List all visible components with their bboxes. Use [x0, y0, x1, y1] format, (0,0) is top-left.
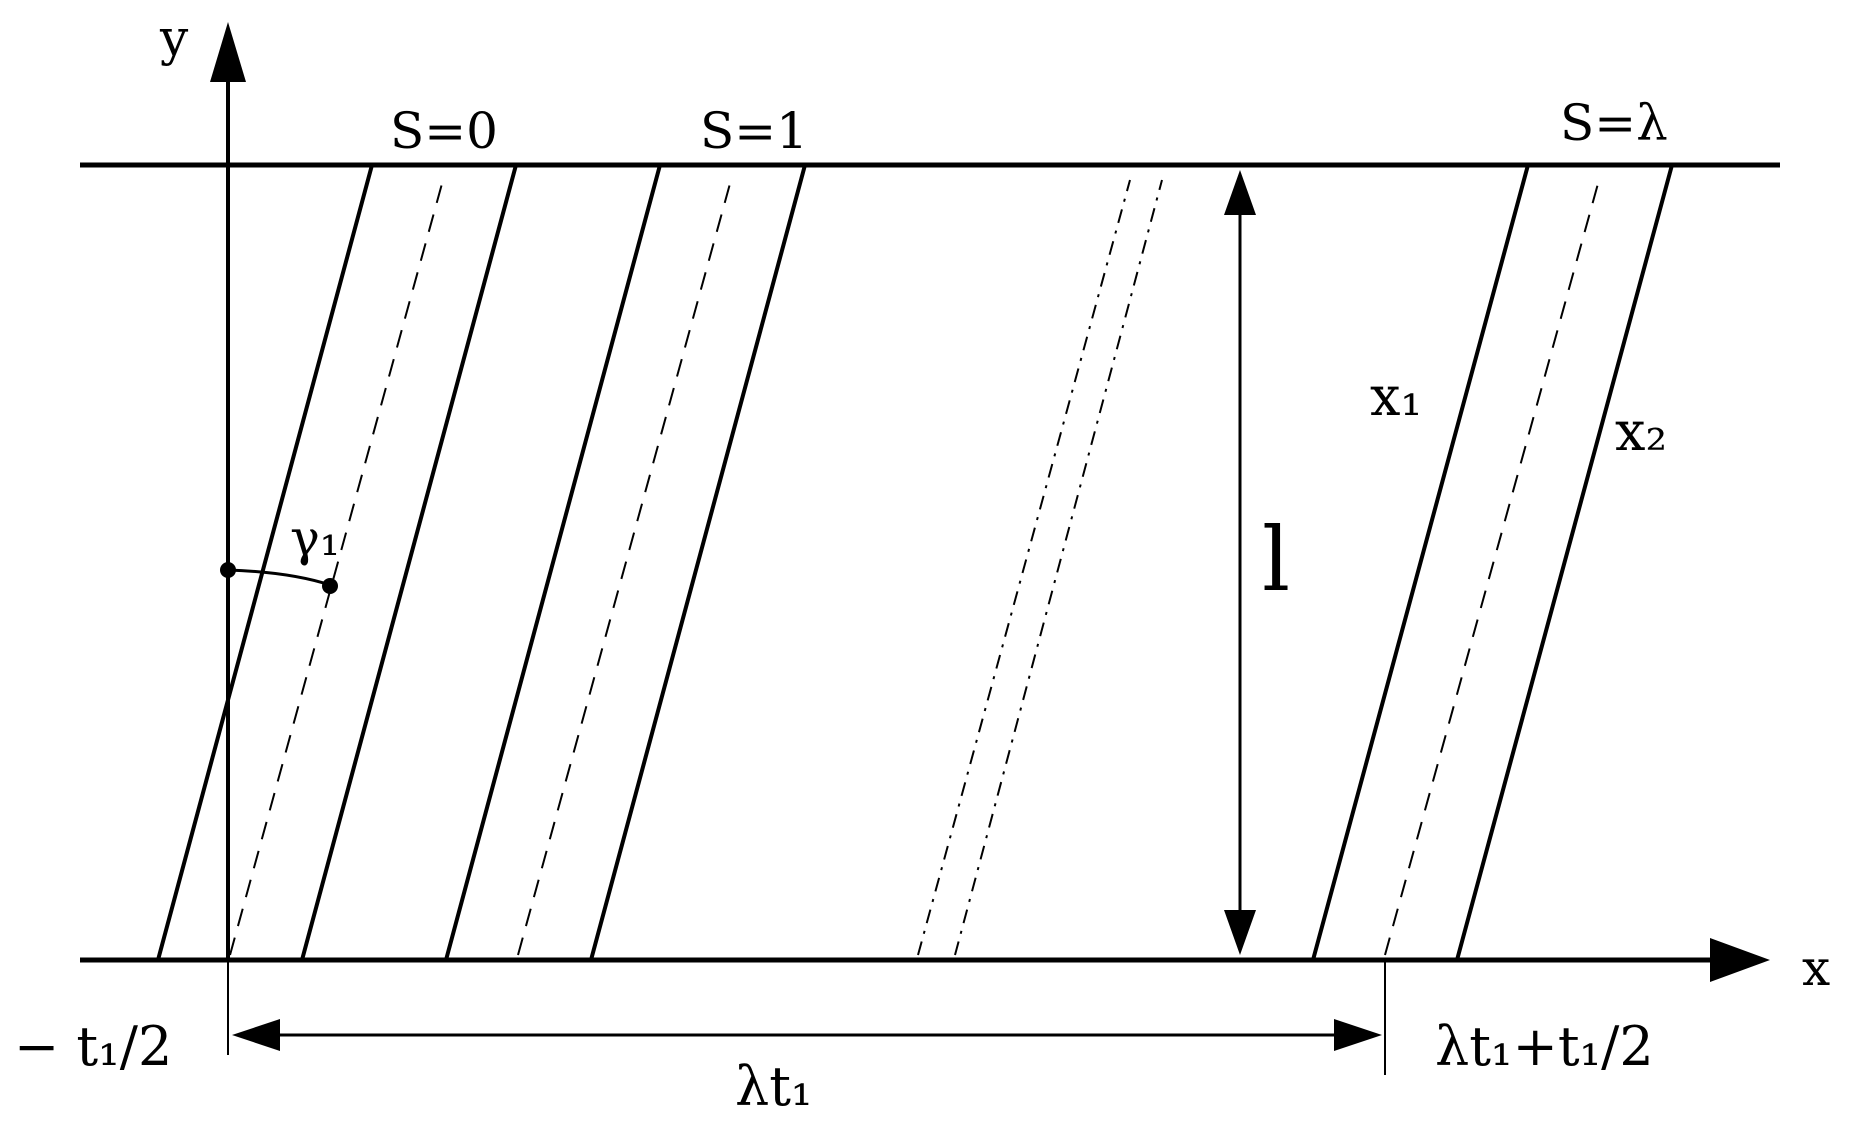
width-dimension-arrow-left: [232, 1019, 280, 1051]
strip-s1-right-edge: [589, 164, 807, 961]
x-axis-label: x: [1802, 939, 1830, 997]
x-axis-arrowhead: [1710, 938, 1770, 982]
intermediate-strip-line-2: [954, 179, 1163, 956]
gamma1-point-end: [322, 578, 338, 594]
label-minus-t1-half: − t₁/2: [14, 1015, 172, 1078]
strip-s0: [156, 164, 518, 961]
strip-s1-center-line: [517, 179, 732, 956]
height-dimension-arrow-bottom: [1224, 910, 1256, 955]
strip-slambda: [1311, 164, 1674, 961]
label-x2: x₂: [1615, 400, 1667, 463]
height-dimension: [1224, 170, 1256, 955]
strip-slambda-left-edge: [1311, 164, 1530, 961]
width-dimension-arrow-right: [1334, 1019, 1382, 1051]
strip-s0-left-edge: [156, 164, 374, 961]
label-lambda-t1-plus-half: λt₁+t₁/2: [1435, 1015, 1654, 1078]
gamma1-point-start: [220, 562, 236, 578]
label-lambda-t1: λt₁: [735, 1055, 813, 1118]
strip-s1: [444, 164, 807, 961]
label-height-l: l: [1262, 508, 1290, 611]
width-dimension: [227, 960, 1386, 1075]
label-s1: S=1: [700, 102, 808, 160]
strip-s1-left-edge: [444, 164, 662, 961]
y-axis-label: y: [159, 9, 189, 67]
gamma1-arc: [227, 568, 331, 587]
label-s0: S=0: [390, 102, 498, 160]
strip-slambda-center-line: [1384, 179, 1600, 956]
intermediate-strip-line-1: [917, 179, 1131, 956]
y-axis-arrowhead: [210, 22, 246, 82]
height-dimension-arrow-top: [1224, 170, 1256, 215]
strip-slambda-right-edge: [1455, 164, 1674, 961]
intermediate-strip: [917, 179, 1163, 956]
label-slambda: S=λ: [1560, 94, 1668, 152]
label-gamma1: γ₁: [290, 509, 340, 567]
strip-s0-center-line: [229, 179, 444, 956]
label-x1: x₁: [1370, 365, 1422, 428]
gamma1-connector: [220, 562, 338, 594]
strip-s0-right-edge: [300, 164, 518, 961]
